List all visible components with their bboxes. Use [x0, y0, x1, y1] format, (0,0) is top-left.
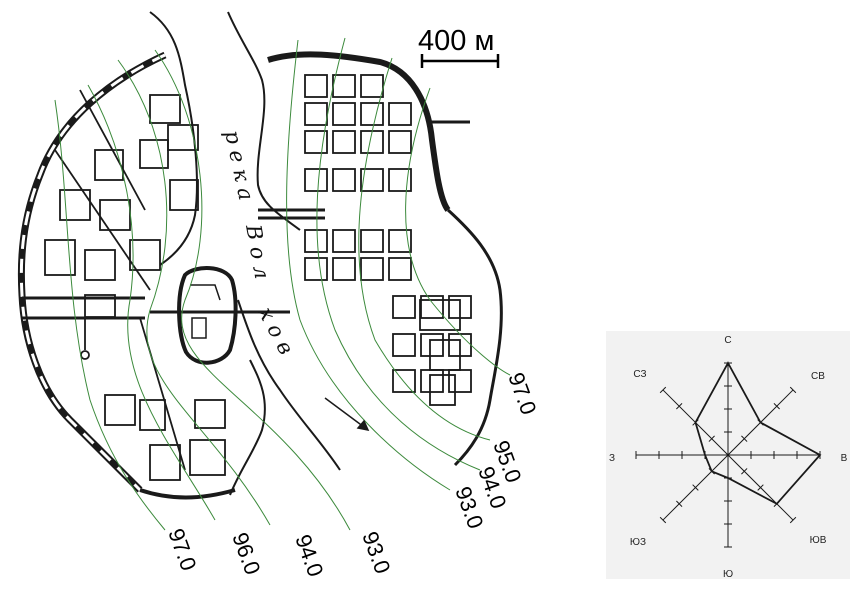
isoline-right-97 — [405, 87, 511, 376]
city-block — [392, 369, 416, 393]
kremlin — [177, 266, 238, 365]
isoline-left-96 — [87, 84, 216, 521]
right-bank-blocks — [304, 74, 472, 406]
city-block — [304, 257, 328, 281]
city-block — [332, 168, 356, 192]
rose-tick — [676, 500, 683, 507]
wind-rose: С СВ В ЮВ Ю ЮЗ З СЗ — [609, 335, 848, 580]
rose-dir-sw: ЮЗ — [630, 537, 646, 548]
isoline-right-95 — [358, 57, 491, 441]
city-block — [360, 102, 384, 126]
rose-dir-se: ЮВ — [810, 535, 827, 546]
city-block — [304, 102, 328, 126]
city-block — [429, 374, 456, 406]
isolines — [54, 37, 511, 531]
isoline-label-left-96: 96.0 — [227, 529, 265, 578]
city-block — [304, 130, 328, 154]
city-block — [332, 257, 356, 281]
city-block — [388, 102, 412, 126]
city-block — [304, 168, 328, 192]
rose-dir-e: В — [841, 453, 848, 464]
isoline-label-left-97: 97.0 — [163, 525, 201, 574]
river-label-khov: х о в — [254, 303, 299, 358]
isoline-left-93 — [154, 49, 351, 531]
river-label-vol: В о л — [241, 222, 274, 281]
river-banks — [149, 11, 341, 496]
city-block — [360, 168, 384, 192]
rose-tick — [741, 435, 748, 442]
scale-bar-label: 400 м — [418, 25, 494, 57]
city-block — [332, 74, 356, 98]
rose-tick — [757, 484, 764, 491]
city-block — [419, 299, 461, 331]
isoline-label-right-97: 97.0 — [503, 369, 541, 418]
isoline-right-94 — [316, 37, 481, 471]
rose-tick — [773, 403, 780, 410]
city-block — [304, 229, 328, 253]
left-fortress-wall — [17, 51, 236, 500]
rose-tick — [789, 516, 797, 524]
isoline-right-93 — [286, 39, 451, 491]
rose-tick — [741, 468, 748, 475]
rose-tick — [789, 386, 797, 394]
rose-dir-w: З — [609, 453, 615, 464]
isoline-left-97 — [54, 99, 166, 531]
left-bank-blocks — [22, 89, 226, 481]
city-block — [420, 369, 444, 393]
wind-rose-panel: С СВ В ЮВ Ю ЮЗ З СЗ — [606, 331, 850, 580]
city-block — [360, 74, 384, 98]
flow-arrow — [324, 397, 370, 432]
city-block — [360, 229, 384, 253]
city-block — [420, 333, 444, 357]
isoline-label-left-93: 93.0 — [357, 528, 395, 577]
wind-rose-axes — [636, 363, 820, 547]
rose-tick — [659, 386, 667, 394]
rose-dir-s: Ю — [723, 569, 733, 579]
city-block — [304, 74, 328, 98]
rose-tick — [692, 484, 699, 491]
rose-dir-ne: СВ — [811, 371, 825, 382]
rose-dir-nw: СЗ — [633, 369, 646, 380]
rose-dir-n: С — [724, 335, 731, 346]
rose-tick — [708, 435, 715, 442]
isoline-left-94 — [117, 59, 271, 526]
city-block — [388, 130, 412, 154]
city-block — [392, 333, 416, 357]
city-block — [448, 369, 472, 393]
scale-bar — [420, 54, 500, 68]
rose-tick — [676, 403, 683, 410]
right-fortress-wall — [267, 51, 503, 467]
isoline-label-left-94: 94.0 — [290, 531, 328, 580]
river-label-reka: р е к а — [220, 128, 258, 202]
city-block — [392, 295, 416, 319]
city-block — [429, 339, 461, 371]
city-block — [388, 229, 412, 253]
city-block — [388, 168, 412, 192]
city-block — [332, 102, 356, 126]
city-block — [360, 257, 384, 281]
city-block — [420, 295, 444, 319]
city-block — [332, 229, 356, 253]
city-block — [332, 130, 356, 154]
rose-tick — [659, 516, 667, 524]
city-block — [388, 257, 412, 281]
bridges — [150, 208, 325, 314]
wind-rose-polygon — [694, 361, 822, 505]
